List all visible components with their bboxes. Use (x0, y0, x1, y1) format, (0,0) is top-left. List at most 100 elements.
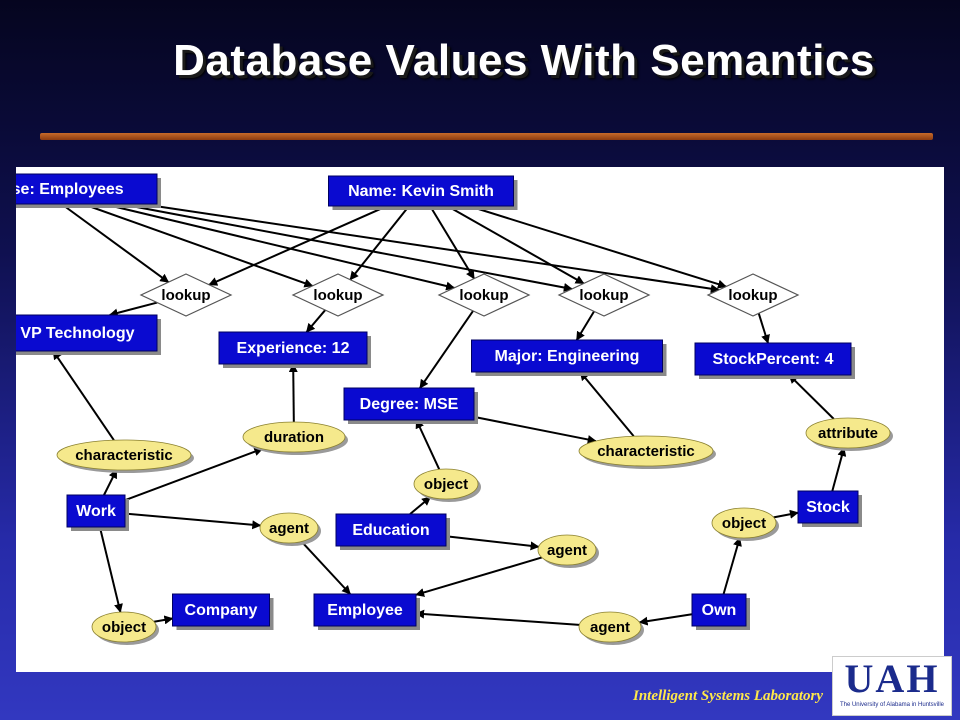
node-label: lookup (313, 287, 362, 304)
box-shape (218, 331, 368, 365)
node-label: lookup (161, 287, 210, 304)
edge-own-to-obj_stock (722, 537, 742, 595)
edge-db-to-lk3 (103, 203, 456, 291)
box-shape (66, 494, 126, 528)
node-label: Company (185, 602, 258, 619)
lookup-diamond-shape (291, 273, 385, 317)
edge-stock-to-attribute (831, 447, 847, 492)
node-label: duration (264, 429, 324, 446)
node-label: Degree: MSE (360, 396, 459, 413)
box-shape (313, 593, 417, 627)
edge-attribute-to-stock_percent (788, 374, 835, 420)
logo-subtitle: The University of Alabama in Huntsville (839, 702, 945, 708)
node-label: object (102, 619, 146, 636)
node-label: attribute (818, 425, 878, 442)
logo-letters: UAH (844, 656, 940, 701)
node-label: agent (590, 619, 630, 636)
node-label: Major: Engineering (495, 348, 640, 365)
concept-box-degree: Degree: MSE (343, 387, 478, 424)
relation-oval-char1: characteristic (56, 439, 194, 473)
edge-lk3-to-degree (419, 310, 474, 389)
relation-oval-agent_own: agent (578, 611, 644, 645)
node-label: object (722, 515, 766, 532)
concept-box-stock_percent: StockPercent: 4 (694, 342, 855, 379)
edge-education-to-obj_edu (409, 496, 432, 515)
node-label: lookup (728, 287, 777, 304)
oval-shape (805, 417, 891, 449)
concept-box-company: Company (172, 593, 274, 630)
node-label: Work (76, 503, 116, 520)
edge-name-to-lk5 (468, 205, 727, 289)
relation-oval-agent_edu: agent (537, 534, 599, 568)
node-label: lookup (459, 287, 508, 304)
oval-shape (711, 507, 777, 539)
oval-shape (413, 468, 479, 500)
title-divider (40, 133, 933, 140)
oval-shape (578, 611, 642, 643)
concept-box-experience: Experience: 12 (218, 331, 371, 368)
node-label: Stock (806, 499, 850, 516)
edge-work-to-agent_work (124, 512, 262, 530)
node-label: Own (702, 602, 737, 619)
box-shape (797, 490, 859, 524)
lookup-diamond: lookup (437, 273, 531, 317)
concept-box-position: Position: VP Technology (16, 314, 161, 355)
edge-obj_stock-to-stock (773, 509, 799, 519)
oval-shape (578, 435, 714, 467)
lookup-diamond: lookup (291, 273, 385, 317)
edge-name-to-lk4 (446, 205, 585, 285)
edge-name-to-lk2 (349, 205, 410, 281)
box-shape (335, 513, 447, 547)
lookup-diamond-shape (706, 273, 800, 317)
oval-shape (537, 534, 597, 566)
edge-work-to-obj_work (98, 526, 123, 613)
relation-oval-agent_work: agent (259, 512, 321, 546)
node-label: characteristic (75, 447, 173, 464)
edge-db-to-lk4 (120, 203, 573, 292)
oval-shape (242, 421, 346, 453)
edge-lk2-to-experience (305, 309, 326, 333)
edge-obj_work-to-company (153, 615, 174, 625)
node-label: Education (352, 522, 429, 539)
lookup-diamond: lookup (706, 273, 800, 317)
box-shape (172, 593, 270, 627)
edge-char2-to-major (579, 371, 635, 437)
edge-duration-to-experience (288, 363, 298, 423)
node-label: Database: Employees (16, 181, 124, 198)
relation-oval-char2: characteristic (578, 435, 716, 469)
lookup-diamond-shape (557, 273, 651, 317)
uah-logo: UAH The University of Alabama in Huntsvi… (832, 656, 952, 716)
concept-box-education: Education (335, 513, 450, 550)
node-label: StockPercent: 4 (713, 351, 834, 368)
relation-oval-obj_work: object (91, 611, 159, 645)
node-label: agent (269, 520, 309, 537)
oval-shape (56, 439, 192, 471)
edge-char1-to-position (52, 350, 115, 441)
node-label: characteristic (597, 443, 695, 460)
box-shape (16, 173, 158, 205)
slide-title: Database Values With Semantics (173, 36, 875, 85)
node-label: object (424, 476, 468, 493)
node-label: Name: Kevin Smith (348, 183, 494, 200)
footer-lab-name: Intelligent Systems Laboratory (632, 688, 823, 704)
edge-name-to-lk1 (208, 205, 388, 286)
edge-lk4-to-major (575, 310, 595, 341)
oval-shape (91, 611, 157, 643)
edge-lk5-to-stock_percent (757, 313, 770, 344)
edge-work-to-char1 (103, 469, 118, 496)
relation-oval-obj_edu: object (413, 468, 481, 502)
concept-box-stock: Stock (797, 490, 862, 527)
box-shape (16, 314, 158, 352)
relation-oval-duration: duration (242, 421, 348, 455)
box-shape (343, 387, 475, 421)
edge-db-to-lk5 (141, 203, 720, 294)
oval-shape (259, 512, 319, 544)
edge-education-to-agent_edu (445, 535, 540, 551)
box-shape (471, 339, 663, 373)
edge-db-to-lk2 (82, 203, 314, 288)
node-label: Employee (327, 602, 403, 619)
relation-oval-attribute: attribute (805, 417, 893, 451)
edge-agent_work-to-employee (300, 540, 351, 595)
